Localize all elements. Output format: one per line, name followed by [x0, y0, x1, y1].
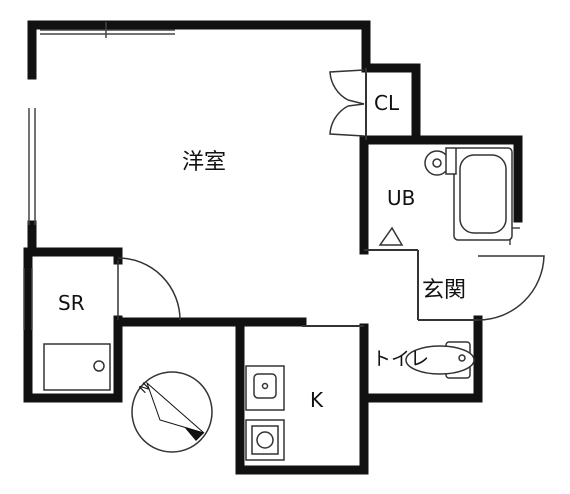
sr-door [117, 257, 181, 321]
room-label-storage: SR [58, 291, 85, 315]
entrance-door [477, 255, 545, 321]
kitchen-fixtures [245, 365, 285, 461]
walls [23, 20, 523, 475]
room-label-western: 洋室 [182, 150, 227, 175]
room-label-kitchen: K [310, 388, 324, 412]
thin-partitions [302, 68, 478, 327]
windows [23, 22, 520, 330]
ub-fixtures [378, 147, 513, 246]
room-label-entrance: 玄関 [422, 278, 467, 303]
room-label-toilet: トイレ [372, 348, 430, 370]
closet-doors [329, 69, 365, 137]
room-label-closet: CL [374, 91, 400, 115]
compass-icon [131, 371, 213, 453]
toilet-fixture [405, 341, 475, 379]
room-label-unit-bath: UB [387, 186, 416, 210]
sr-fixture [43, 343, 111, 391]
